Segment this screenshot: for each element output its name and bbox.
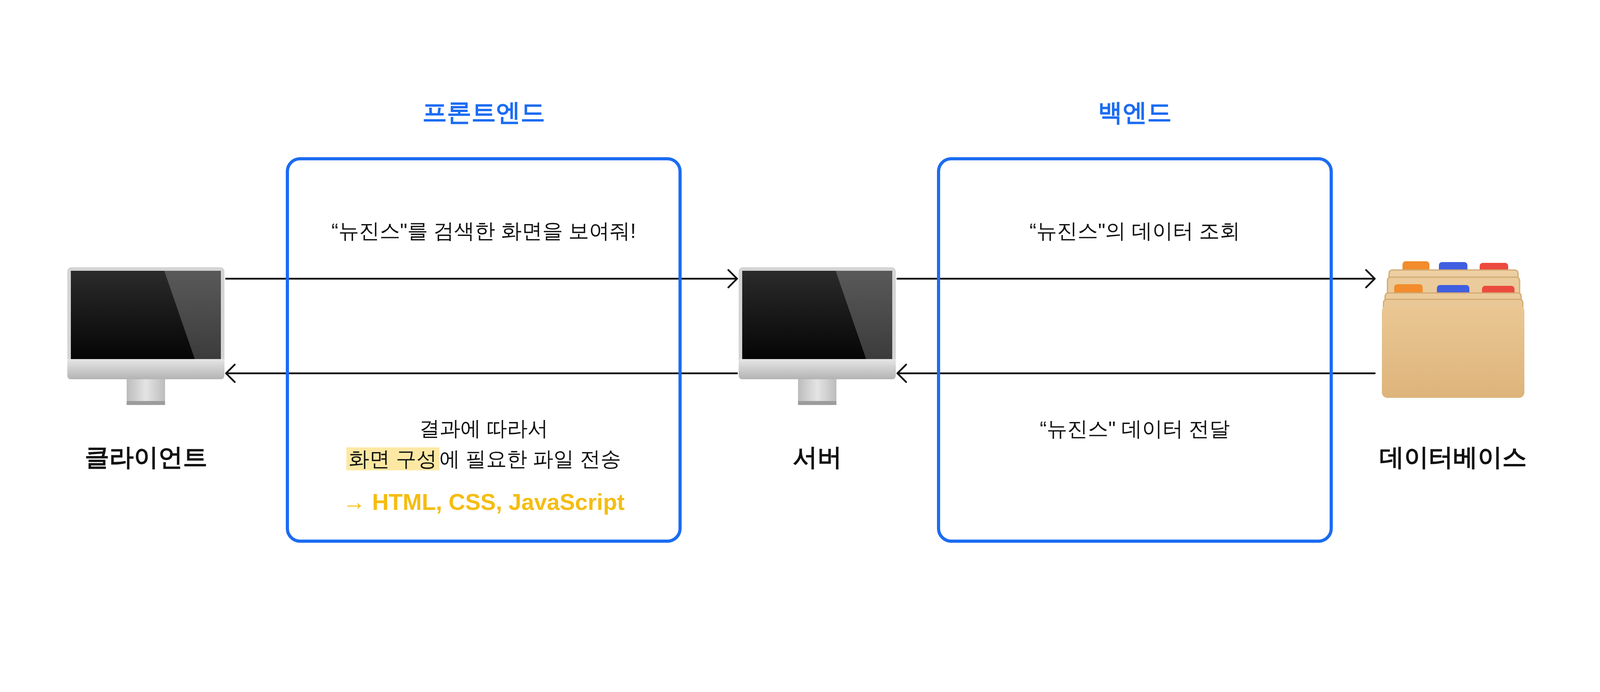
client-node: 클라이언트 [67,267,225,476]
flow-arrow [897,269,1375,288]
tech-list: → HTML, CSS, JavaScript [342,487,625,517]
node-label: 서버 [792,441,842,473]
database-node: 데이터베이스 [1376,261,1530,476]
node-label: 클라이언트 [84,441,208,473]
server-node: 서버 [738,267,896,476]
flow-arrow [226,364,738,382]
arrow-label: “뉴진스"의 데이터 조회 [1029,215,1241,247]
folder-box [1381,305,1525,398]
arrow-label: “뉴진스"를 검색한 화면을 보여줘! [331,215,637,247]
server-monitor-icon [738,267,896,405]
node-label: 데이터베이스 [1379,441,1527,473]
client-monitor-icon [67,267,225,405]
arrow-label: 결과에 따라서 화면 구성에 필요한 파일 전송 [346,413,622,475]
frontend-region: 프론트엔드→ HTML, CSS, JavaScript [285,157,682,543]
highlight-mark: 화면 구성 [346,447,439,471]
section-title: 프론트엔드 [422,96,546,128]
flow-arrow [897,364,1375,382]
database-folder-icon [1381,261,1525,398]
section-title: 백엔드 [1098,96,1172,128]
backend-region: 백엔드 [936,157,1333,543]
arrow-label: “뉴진스" 데이터 전달 [1039,413,1231,445]
flow-arrow [226,269,738,288]
